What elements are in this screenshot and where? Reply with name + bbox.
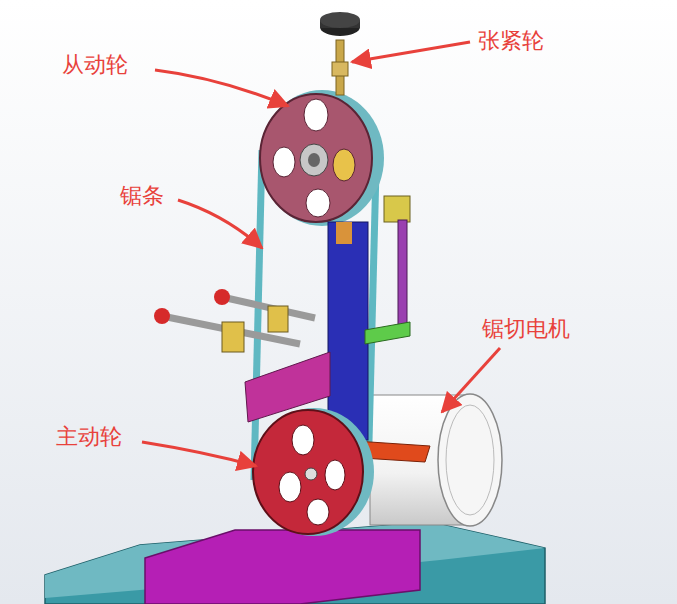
motor-ring [446, 405, 494, 515]
wheel-hole [279, 472, 301, 502]
wheel-hole [273, 147, 295, 177]
part-label: 主动轮 [56, 424, 122, 450]
leader-arrow [178, 200, 262, 248]
part-label: 从动轮 [62, 52, 128, 78]
leader-arrow [155, 70, 288, 106]
leader-arrow [442, 348, 500, 412]
tension-nut [332, 62, 348, 76]
rod-bracket [222, 322, 244, 352]
guide-rod [398, 220, 407, 332]
wheel-hole [325, 460, 345, 490]
part-label: 张紧轮 [478, 28, 544, 54]
rod-knob [154, 308, 170, 324]
saw-blade [368, 170, 376, 480]
rod-bracket [268, 306, 288, 332]
wheel-hole [307, 499, 329, 525]
main-wheel-rim [254, 408, 374, 536]
driven-wheel [260, 94, 372, 222]
motor-end [438, 394, 502, 526]
driven-wheel-rim [260, 90, 384, 226]
tension-knob [320, 12, 360, 28]
part-label: 锯切电机 [482, 316, 570, 342]
wheel-hole [304, 99, 328, 131]
saw-blade [254, 150, 262, 480]
bearing [300, 144, 328, 176]
wheel-hole [333, 149, 355, 181]
rod-knob [214, 289, 230, 305]
hub [305, 468, 317, 480]
leader-arrow [352, 42, 470, 62]
wheel-hole [292, 425, 314, 455]
wheel-hole [306, 189, 330, 217]
main-wheel [253, 410, 363, 534]
leader-arrow [142, 442, 256, 466]
guide-bracket [384, 196, 410, 222]
base-table [45, 522, 545, 604]
magenta-plate [145, 530, 420, 604]
column-block [336, 222, 352, 244]
part-label: 锯条 [120, 183, 164, 209]
bearing-core [308, 153, 320, 167]
column [328, 222, 368, 440]
guide-arm [365, 322, 410, 344]
